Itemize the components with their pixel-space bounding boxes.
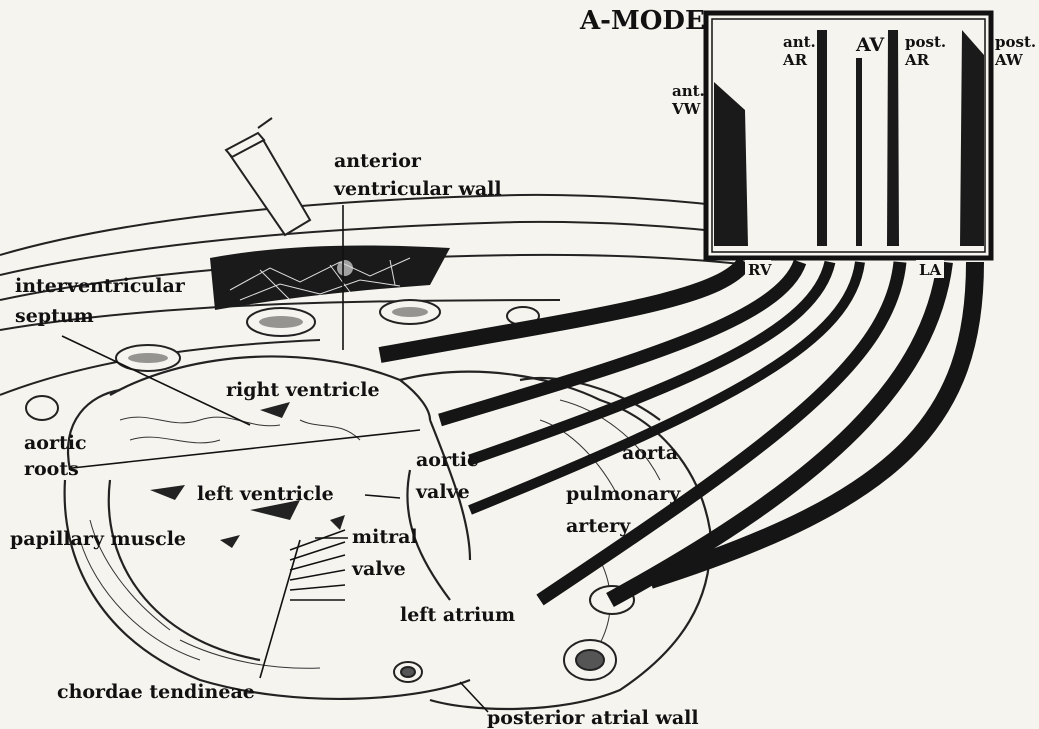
label-ant-ar: ant.AR bbox=[783, 33, 816, 69]
label-anterior-ventricular-wall: anterior ventricular wall bbox=[334, 150, 502, 200]
chordae-lines bbox=[290, 530, 345, 600]
label-posterior-atrial-wall: posterior atrial wall bbox=[487, 707, 699, 729]
label-chordae-tendineae: chordae tendineae bbox=[57, 681, 255, 703]
label-interventricular-septum: interventricular septum bbox=[15, 275, 185, 327]
label-post-ar: post.AR bbox=[905, 33, 946, 69]
spike-post-ar bbox=[887, 30, 899, 246]
transducer-probe bbox=[226, 118, 310, 235]
label-la: LA bbox=[919, 261, 941, 279]
label-aortic-valve: aortic valve bbox=[416, 449, 479, 503]
spike-ant-ar bbox=[817, 30, 827, 246]
label-ant-vw: ant.VW bbox=[672, 82, 705, 118]
spike-post-aw bbox=[960, 30, 984, 246]
label-right-ventricle: right ventricle bbox=[226, 379, 380, 401]
label-mitral-valve: mitral valve bbox=[352, 526, 418, 580]
spike-av bbox=[856, 58, 862, 246]
label-aortic-roots: aortic roots bbox=[24, 432, 87, 480]
label-aorta: aorta bbox=[622, 442, 678, 464]
a-mode-title: A-MODE bbox=[580, 6, 705, 36]
label-papillary-muscle: papillary muscle bbox=[10, 528, 186, 550]
label-left-ventricle: left ventricle bbox=[197, 483, 334, 505]
label-post-aw: post.AW bbox=[995, 33, 1036, 69]
label-pulmonary-artery: pulmonary artery bbox=[566, 483, 680, 537]
label-rv: RV bbox=[748, 261, 772, 279]
label-av: AV bbox=[856, 34, 884, 56]
label-left-atrium: left atrium bbox=[400, 604, 515, 626]
aorta-vessel bbox=[394, 586, 634, 682]
a-mode-display bbox=[706, 13, 991, 258]
